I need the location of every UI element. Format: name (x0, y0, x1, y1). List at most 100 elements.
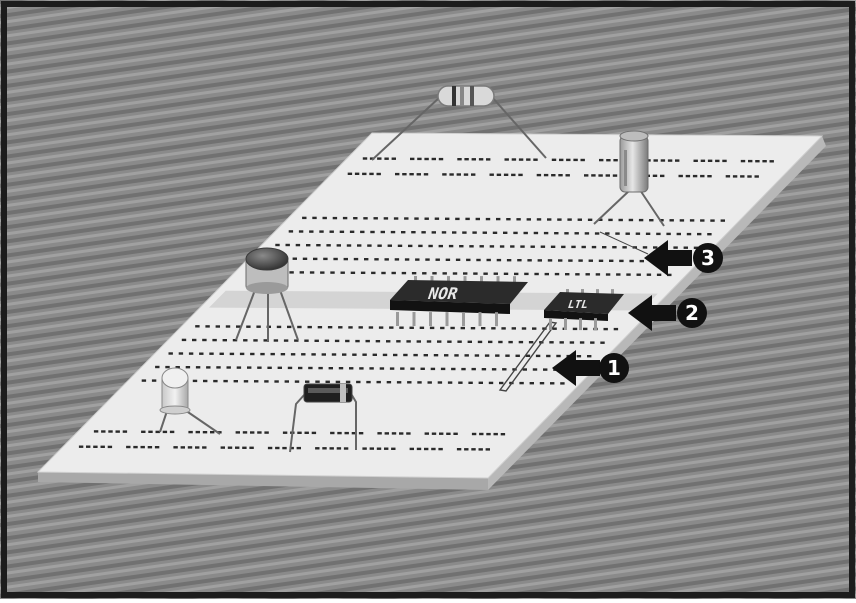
breadboard-hole (209, 352, 214, 355)
breadboard-hole (344, 431, 349, 435)
breadboard-hole (685, 174, 691, 178)
breadboard-hole (747, 175, 752, 178)
breadboard-hole (533, 158, 538, 161)
breadboard-hole (524, 272, 529, 276)
breadboard-hole (482, 231, 487, 234)
hole-grid (78, 157, 774, 451)
breadboard-hole (249, 446, 254, 449)
breadboard-hole (426, 340, 432, 343)
callout-1: 1 (552, 350, 629, 386)
breadboard-hole (297, 431, 302, 434)
breadboard-hole (515, 354, 520, 357)
breadboard-hole (285, 243, 290, 247)
breadboard-hole (740, 159, 746, 163)
breadboard-hole (399, 326, 404, 329)
breadboard-hole (583, 327, 588, 331)
breadboard-hole (486, 432, 491, 436)
highlighted-row (599, 231, 649, 255)
breadboard-hole (707, 159, 713, 162)
breadboard-hole (203, 379, 208, 383)
breadboard-hole (527, 259, 532, 262)
breadboard-hole (126, 445, 131, 449)
breadboard-hole (454, 354, 459, 357)
breadboard-hole (460, 326, 465, 330)
breadboard-hole (554, 232, 559, 235)
breadboard-hole (686, 232, 692, 236)
breadboard-hole (533, 231, 539, 235)
breadboard-hole (590, 341, 595, 344)
breadboard-hole (334, 339, 340, 343)
breadboard-hole (558, 174, 563, 177)
breadboard-hole (270, 352, 275, 356)
breadboard-hole (656, 232, 661, 236)
breadboard-hole (552, 327, 557, 330)
breadboard-hole (372, 353, 377, 356)
breadboard-hole (612, 174, 618, 177)
breadboard-hole (192, 379, 198, 383)
breadboard-hole (236, 366, 242, 369)
breadboard-hole (417, 381, 422, 384)
breadboard-hole (445, 258, 451, 261)
breadboard-hole (544, 272, 549, 276)
breadboard-hole (350, 271, 356, 274)
breadboard-hole (250, 352, 255, 356)
breadboard-hole (551, 174, 556, 177)
breadboard-hole (554, 272, 560, 276)
breadboard-hole (235, 446, 240, 449)
breadboard-hole (532, 327, 537, 330)
breadboard-hole (411, 231, 416, 234)
breadboard-hole (479, 245, 484, 248)
breadboard-hole (478, 381, 483, 384)
breadboard-hole (447, 340, 452, 343)
breadboard-hole (154, 446, 160, 449)
chip-pin (478, 312, 482, 327)
breadboard-hole (227, 446, 233, 449)
breadboard-hole (250, 431, 255, 434)
breadboard-hole (329, 447, 334, 450)
breadboard-hole (345, 380, 351, 384)
breadboard-hole (377, 244, 382, 247)
breadboard-hole (424, 447, 429, 451)
breadboard-hole (292, 257, 297, 260)
breadboard-hole (402, 173, 407, 176)
breadboard-hole (471, 367, 476, 371)
callout-3-number: 3 (701, 246, 715, 270)
breadboard-hole (242, 431, 248, 434)
breadboard-hole (308, 366, 313, 370)
breadboard-hole (600, 341, 605, 344)
breadboard-hole (282, 431, 288, 434)
breadboard-hole (389, 326, 394, 329)
breadboard-hole (407, 381, 412, 384)
breadboard-hole (656, 273, 662, 276)
breadboard-hole (537, 259, 542, 262)
breadboard-hole (397, 244, 403, 247)
breadboard-hole (107, 445, 113, 449)
breadboard-hole (379, 367, 385, 370)
breadboard-hole (503, 272, 509, 275)
breadboard-hole (297, 325, 302, 329)
breadboard-hole (629, 259, 634, 263)
breadboard-hole (598, 174, 603, 177)
chip-pin (579, 318, 582, 331)
breadboard-hole (391, 447, 396, 450)
breadboard-hole (375, 340, 381, 343)
breadboard-hole (660, 174, 665, 178)
breadboard-hole (327, 326, 333, 329)
breadboard-hole (390, 230, 396, 234)
breadboard-hole (391, 271, 396, 275)
breadboard-hole (225, 325, 231, 328)
breadboard-hole (439, 432, 444, 435)
breadboard-hole (569, 341, 575, 344)
breadboard-hole (391, 157, 396, 160)
breadboard-hole (353, 217, 358, 220)
breadboard-hole (394, 258, 400, 261)
breadboard-hole (462, 231, 467, 234)
breadboard-hole (455, 258, 461, 261)
breadboard-hole (287, 366, 293, 370)
breadboard-hole (284, 380, 289, 383)
breadboard-hole (517, 259, 522, 262)
breadboard-hole (382, 353, 388, 357)
breadboard-hole (302, 257, 308, 260)
breadboard-hole (456, 173, 461, 176)
breadboard-hole (140, 445, 145, 449)
